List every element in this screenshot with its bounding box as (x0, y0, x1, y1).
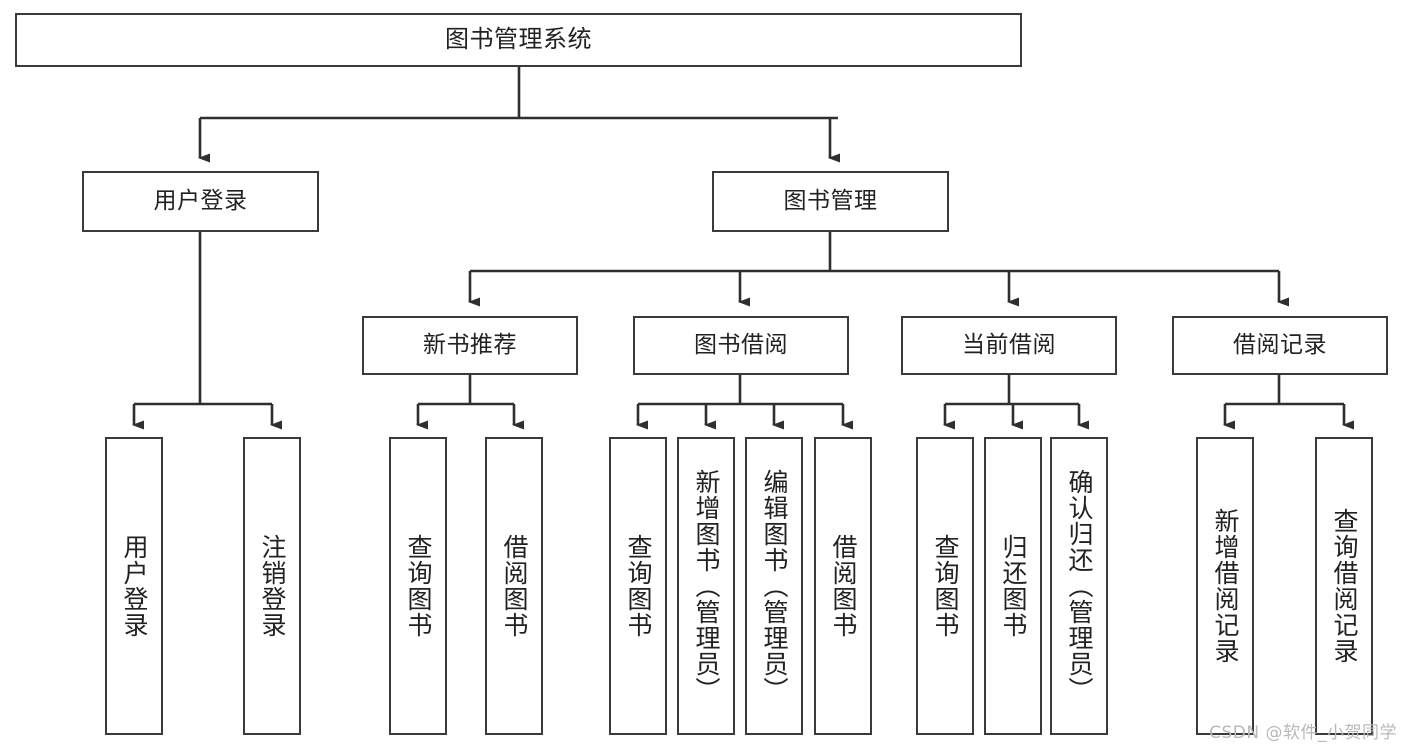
node-label: 查询图书 (624, 534, 653, 638)
node-label: 图书借阅 (694, 332, 788, 359)
node-current-borrow[interactable]: 当前借阅 (901, 316, 1117, 375)
node-label: 借阅记录 (1233, 332, 1327, 359)
leaf-new-book-recommend-1[interactable]: 借阅图书 (485, 437, 543, 735)
leaf-current-borrow-0[interactable]: 查询图书 (916, 437, 974, 735)
watermark-text: CSDN @软件_小贺同学 (1209, 723, 1397, 743)
leaf-user-login-0[interactable]: 用户登录 (105, 437, 163, 735)
node-user-login[interactable]: 用户登录 (82, 171, 319, 232)
node-borrow-record[interactable]: 借阅记录 (1172, 316, 1388, 375)
leaf-book-borrow-2[interactable]: 编辑图书（管理员） (745, 437, 803, 735)
node-new-book-recommend[interactable]: 新书推荐 (362, 316, 578, 375)
leaf-new-book-recommend-0[interactable]: 查询图书 (389, 437, 447, 735)
leaf-book-borrow-3[interactable]: 借阅图书 (814, 437, 872, 735)
leaf-book-borrow-0[interactable]: 查询图书 (609, 437, 667, 735)
node-label: 图书管理系统 (445, 25, 592, 54)
node-label: 借阅图书 (829, 534, 858, 638)
leaf-book-borrow-1[interactable]: 新增图书（管理员） (677, 437, 735, 735)
leaf-borrow-record-0[interactable]: 新增借阅记录 (1196, 437, 1254, 735)
node-label: 查询借阅记录 (1330, 508, 1359, 664)
node-root-book-management-system[interactable]: 图书管理系统 (15, 13, 1022, 67)
leaf-current-borrow-1[interactable]: 归还图书 (984, 437, 1042, 735)
node-label: 查询图书 (404, 534, 433, 638)
node-label: 确认归还（管理员） (1065, 469, 1094, 703)
node-label: 借阅图书 (500, 534, 529, 638)
node-label: 新增借阅记录 (1211, 508, 1240, 664)
node-label: 新书推荐 (423, 332, 517, 359)
leaf-current-borrow-2[interactable]: 确认归还（管理员） (1050, 437, 1108, 735)
node-book-borrow[interactable]: 图书借阅 (633, 316, 849, 375)
node-label: 当前借阅 (962, 332, 1056, 359)
node-label: 用户登录 (153, 188, 248, 215)
node-label: 注销登录 (258, 534, 287, 638)
node-label: 编辑图书（管理员） (760, 469, 789, 703)
node-label: 新增图书（管理员） (692, 469, 721, 703)
leaf-borrow-record-1[interactable]: 查询借阅记录 (1315, 437, 1373, 735)
node-label: 归还图书 (999, 534, 1028, 638)
node-book-management[interactable]: 图书管理 (712, 171, 949, 232)
node-label: 图书管理 (783, 188, 878, 215)
node-label: 用户登录 (120, 534, 149, 638)
leaf-user-login-1[interactable]: 注销登录 (243, 437, 301, 735)
node-label: 查询图书 (931, 534, 960, 638)
